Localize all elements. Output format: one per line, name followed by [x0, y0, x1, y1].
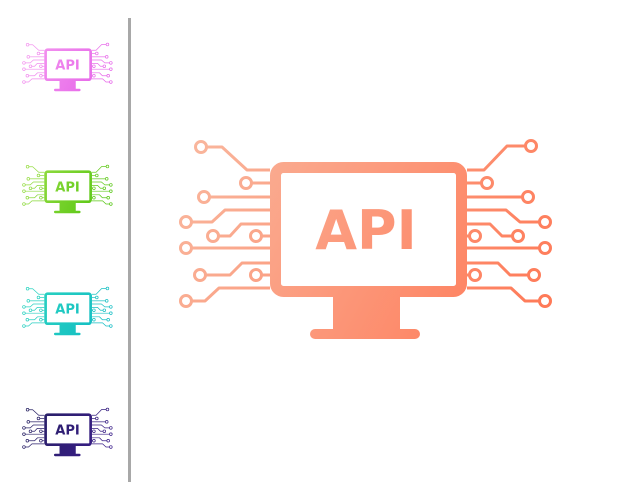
api-monitor-icon-pink: API — [22, 43, 113, 92]
api-label: API — [55, 180, 80, 195]
vertical-divider — [128, 18, 131, 482]
api-monitor-icon-teal: API — [22, 287, 113, 336]
api-label: API — [55, 58, 80, 73]
api-label: API — [315, 199, 416, 262]
api-label: API — [55, 423, 80, 438]
api-monitor-icon-navy: API — [22, 408, 113, 457]
api-monitor-icon-green: API — [22, 165, 113, 214]
api-label: API — [55, 302, 80, 317]
